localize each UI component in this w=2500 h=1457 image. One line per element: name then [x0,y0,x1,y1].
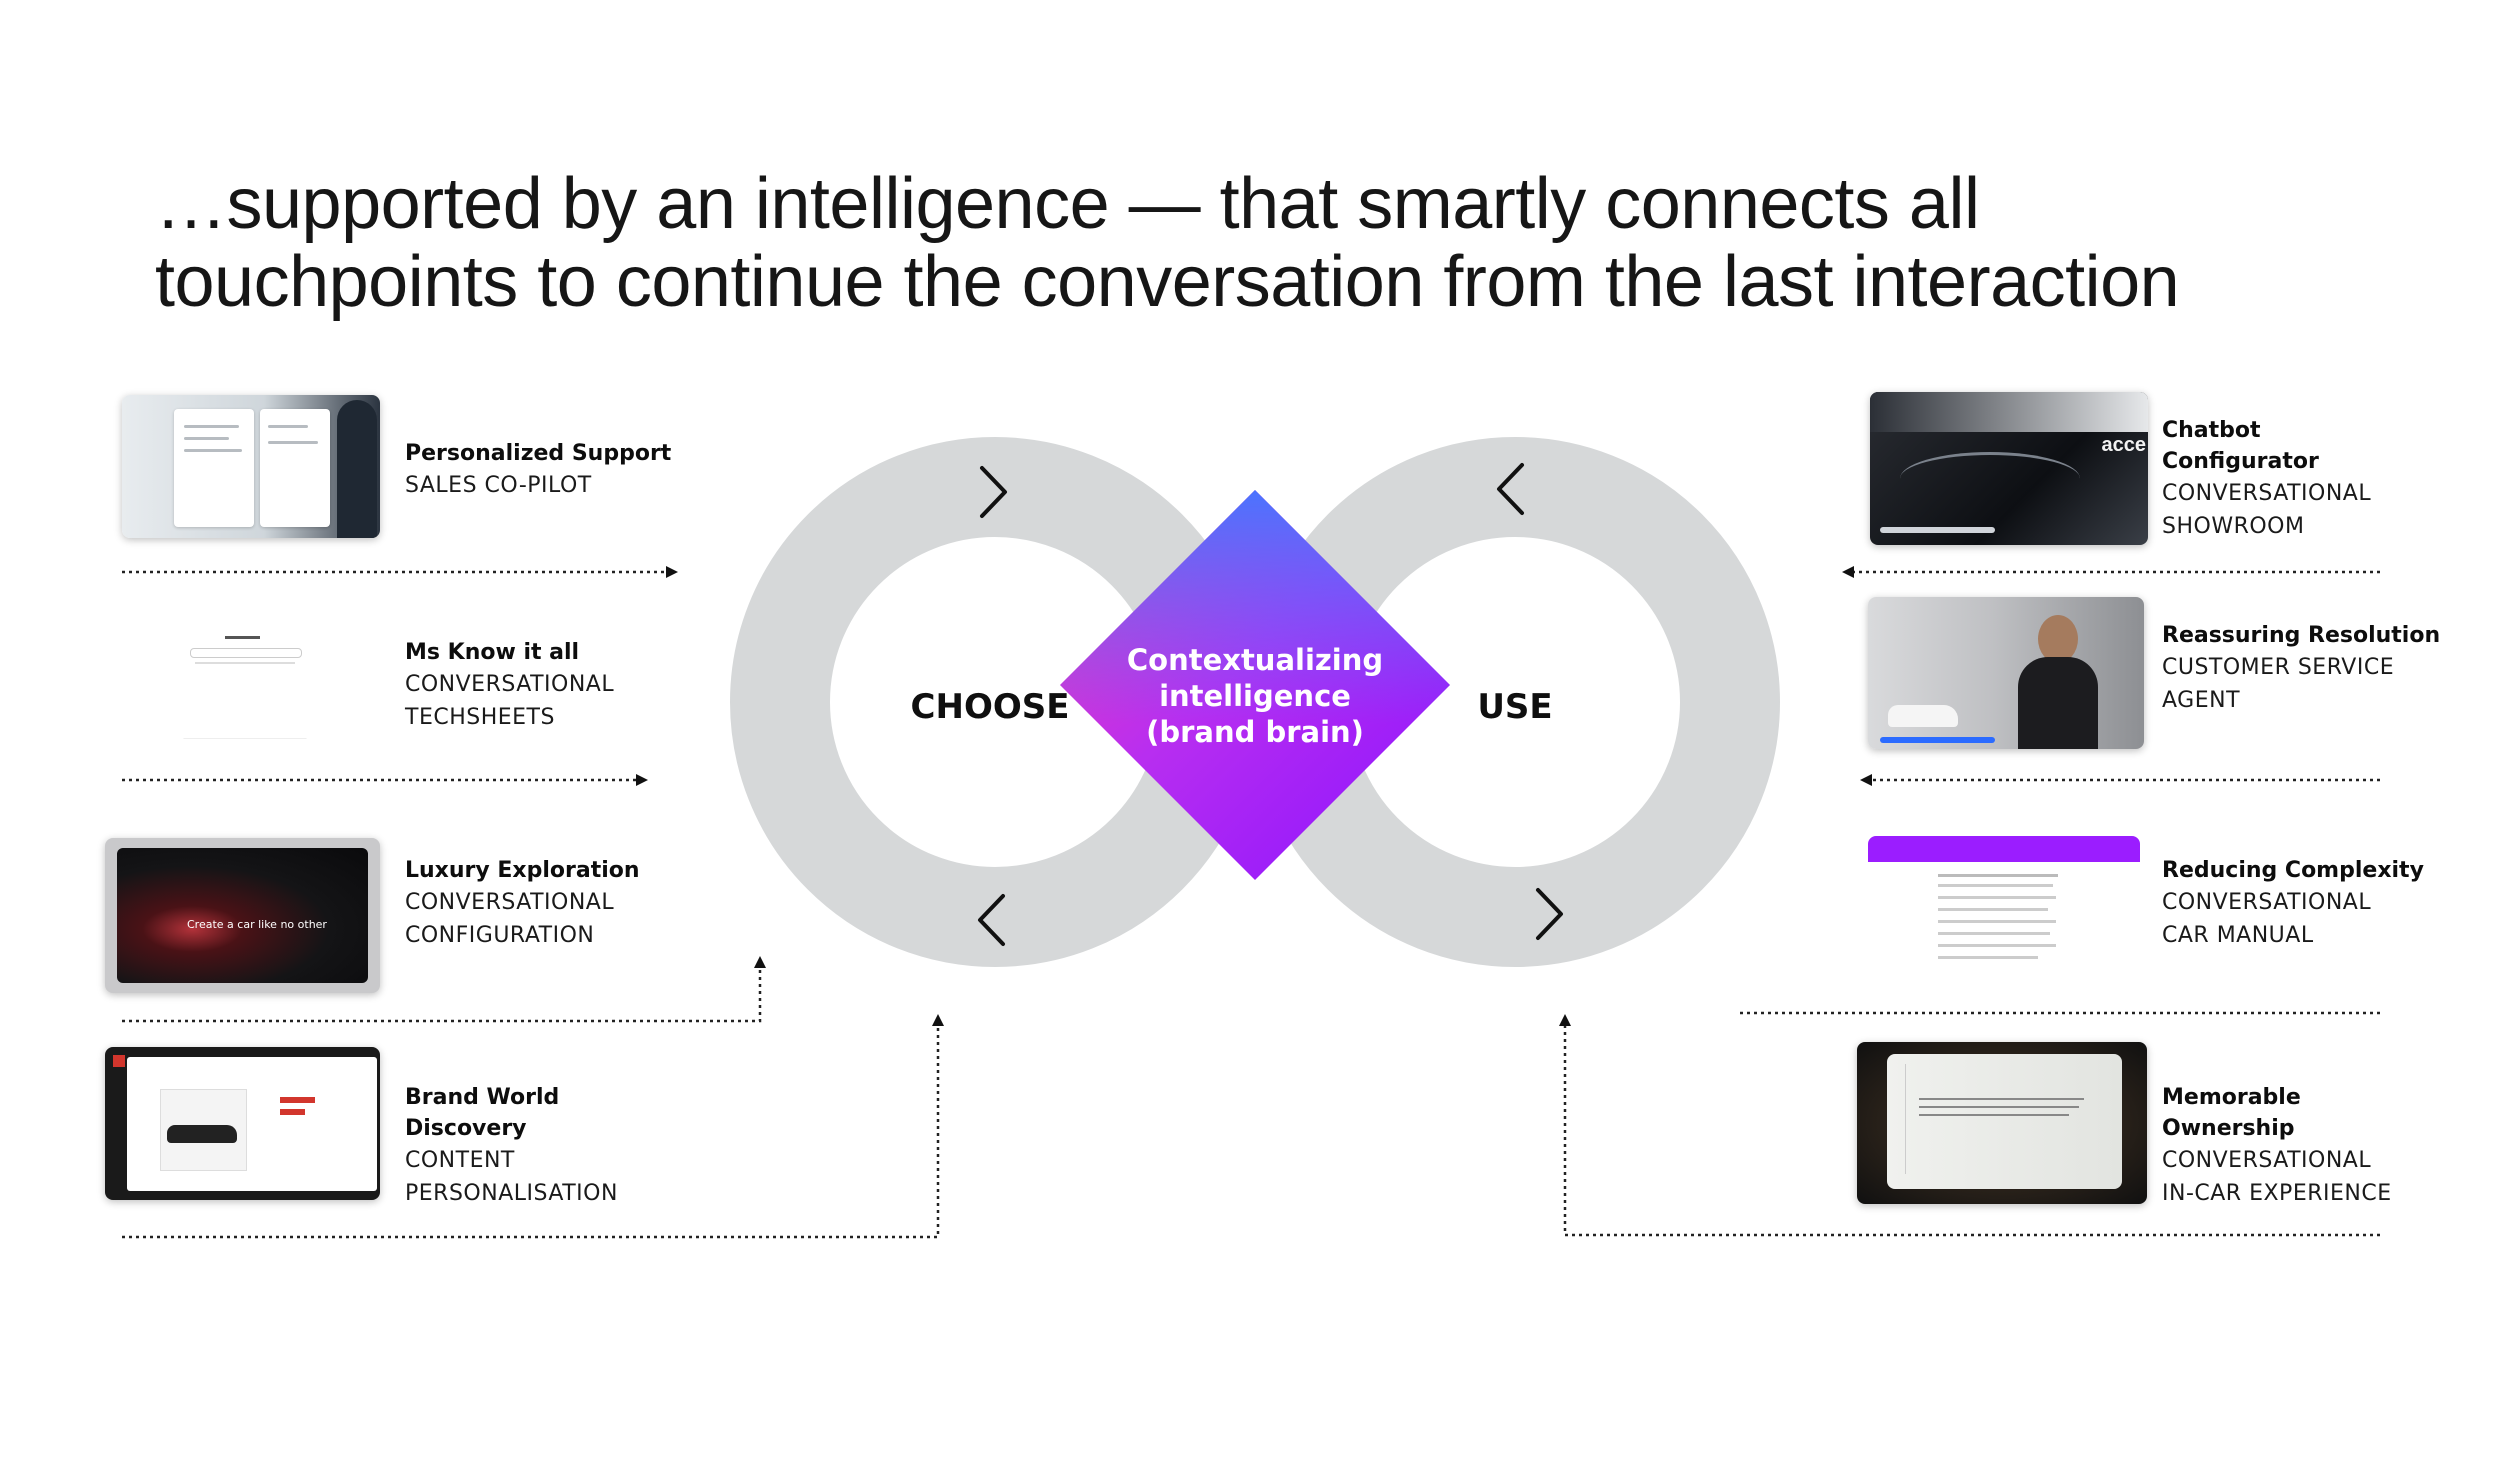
reassure-subtitle-1: CUSTOMER SERVICE [2162,651,2482,684]
reassure-title: Reassuring Resolution [2162,620,2482,651]
brand-discovery-subtitle-1: CONTENT [405,1144,725,1177]
in-car-subtitle-1: CONVERSATIONAL [2162,1144,2482,1177]
in-car-title-1: Memorable [2162,1082,2482,1113]
support-subtitle: SALES CO-PILOT [405,469,725,502]
brand-discovery-label: Brand World Discovery CONTENT PERSONALIS… [405,1082,725,1210]
chatbot-subtitle-2: SHOWROOM [2162,510,2482,543]
choose-label: CHOOSE [911,687,1070,727]
in-car-subtitle-2: IN-CAR EXPERIENCE [2162,1177,2482,1210]
luxury-thumbnail: Create a car like no other [105,838,380,993]
brand-discovery-subtitle-2: PERSONALISATION [405,1177,725,1210]
manual-thumbnail [1868,836,2140,981]
techsheets-subtitle-2: TECHSHEETS [405,701,725,734]
chatbot-title-1: Chatbot [2162,415,2482,446]
chatbot-subtitle-1: CONVERSATIONAL [2162,477,2482,510]
brand-discovery-title-2: Discovery [405,1113,725,1144]
techsheets-thumbnail [180,630,310,740]
support-thumbnail [122,395,380,538]
brand-discovery-thumbnail [105,1047,380,1200]
techsheets-title: Ms Know it all [405,637,725,668]
brain-line-2: intelligence [1159,679,1351,713]
techsheets-subtitle-1: CONVERSATIONAL [405,668,725,701]
brain-line-1: Contextualizing [1127,643,1383,677]
support-title: Personalized Support [405,438,725,469]
luxury-thumbnail-text: Create a car like no other [187,918,327,931]
luxury-subtitle-2: CONFIGURATION [405,919,725,952]
reassure-label: Reassuring Resolution CUSTOMER SERVICE A… [2162,620,2482,717]
manual-subtitle-1: CONVERSATIONAL [2162,886,2482,919]
chatbot-thumbnail-brand: acce [2102,434,2147,457]
chatbot-thumbnail: acce [1870,392,2148,545]
techsheets-label: Ms Know it all CONVERSATIONAL TECHSHEETS [405,637,725,734]
brand-discovery-title-1: Brand World [405,1082,725,1113]
manual-subtitle-2: CAR MANUAL [2162,919,2482,952]
in-car-thumbnail [1857,1042,2147,1204]
brain-line-3: (brand brain) [1146,715,1364,749]
in-car-label: Memorable Ownership CONVERSATIONAL IN-CA… [2162,1082,2482,1210]
support-label: Personalized Support SALES CO-PILOT [405,438,725,502]
reassure-thumbnail [1868,597,2144,749]
reassure-subtitle-2: AGENT [2162,684,2482,717]
manual-label: Reducing Complexity CONVERSATIONAL CAR M… [2162,855,2482,952]
chatbot-title-2: Configurator [2162,446,2482,477]
luxury-title: Luxury Exploration [405,855,725,886]
chatbot-label: Chatbot Configurator CONVERSATIONAL SHOW… [2162,415,2482,543]
manual-title: Reducing Complexity [2162,855,2482,886]
in-car-title-2: Ownership [2162,1113,2482,1144]
use-label: USE [1477,687,1552,727]
luxury-label: Luxury Exploration CONVERSATIONAL CONFIG… [405,855,725,952]
luxury-subtitle-1: CONVERSATIONAL [405,886,725,919]
